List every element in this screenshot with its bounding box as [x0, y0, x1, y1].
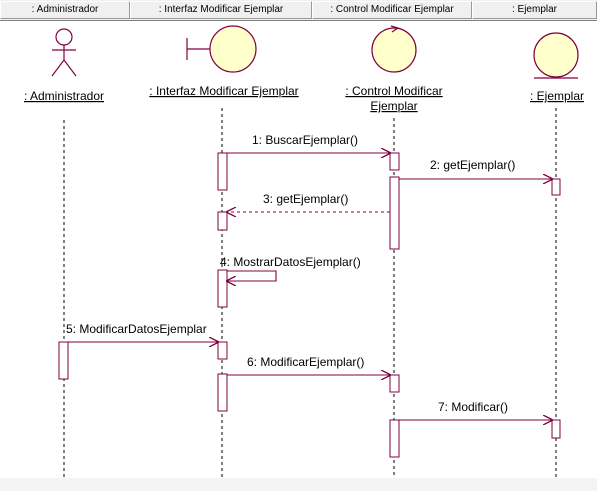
boundary-icon[interactable]: [186, 25, 257, 73]
activation-bar[interactable]: [389, 152, 400, 171]
message-label-7: 7: Modificar(): [438, 400, 508, 414]
actor-icon[interactable]: [51, 28, 77, 77]
activation-bar[interactable]: [551, 178, 561, 196]
activation-bar[interactable]: [217, 341, 228, 360]
message-label-3: 3: getEjemplar(): [263, 192, 348, 206]
activation-bar[interactable]: [58, 341, 69, 380]
message-label-5: 5: ModificarDatosEjemplar: [66, 322, 207, 336]
column-header-interfaz[interactable]: : Interfaz Modificar Ejemplar: [130, 1, 312, 19]
activation-bar[interactable]: [389, 419, 400, 458]
column-header-administrador[interactable]: : Administrador: [0, 1, 130, 19]
message-arrow-4[interactable]: [227, 270, 277, 281]
message-label-2: 2: getEjemplar(): [430, 158, 515, 172]
object-label-control-line2: Ejemplar: [370, 99, 417, 113]
column-header-bar: : Administrador : Interfaz Modificar Eje…: [0, 0, 597, 21]
control-icon[interactable]: [371, 25, 417, 73]
message-label-4: 4: MostrarDatosEjemplar(): [220, 255, 361, 269]
activation-bar[interactable]: [217, 152, 228, 191]
activation-bar[interactable]: [217, 373, 228, 412]
object-label-control-line1: : Control Modificar: [345, 84, 442, 98]
bottom-scroll-area: [0, 478, 597, 491]
message-label-6: 6: ModificarEjemplar(): [247, 355, 364, 369]
activation-bar[interactable]: [217, 211, 228, 231]
activation-bar[interactable]: [551, 419, 561, 439]
object-label-ejemplar: : Ejemplar: [530, 89, 584, 103]
column-header-control[interactable]: : Control Modificar Ejemplar: [312, 1, 472, 19]
activation-bar[interactable]: [217, 269, 228, 308]
activation-bar[interactable]: [389, 374, 400, 393]
activation-bar[interactable]: [389, 176, 400, 250]
object-label-administrador: : Administrador: [24, 89, 104, 103]
object-label-interfaz: : Interfaz Modificar Ejemplar: [149, 84, 298, 98]
message-label-1: 1: BuscarEjemplar(): [252, 133, 358, 147]
entity-icon[interactable]: [533, 32, 579, 79]
